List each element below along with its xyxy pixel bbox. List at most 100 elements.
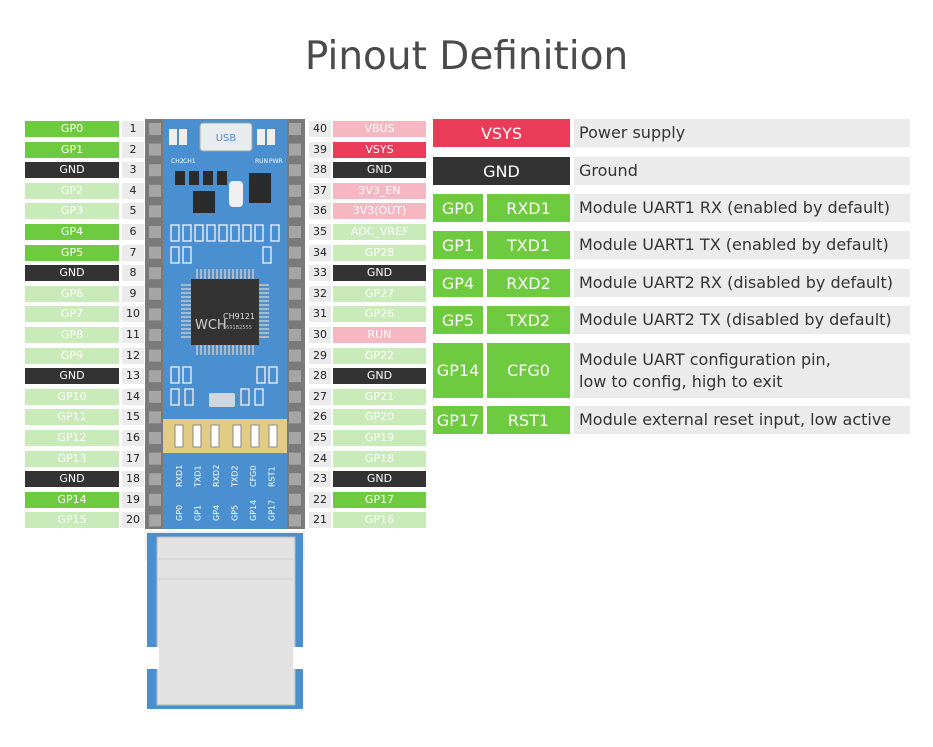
header-pin — [149, 308, 161, 321]
header-pin — [289, 267, 301, 280]
left-pin-number: 7 — [122, 244, 144, 261]
header-pin — [289, 184, 301, 197]
left-pin-label: GP5 — [25, 244, 119, 261]
legend-description: Module UART2 TX (disabled by default) — [574, 306, 910, 334]
header-pin — [289, 246, 301, 259]
legend-function: RXD2 — [487, 269, 570, 297]
right-pin-label: RUN — [333, 327, 426, 343]
left-pin-number: 12 — [122, 347, 144, 364]
header-pin — [149, 267, 161, 280]
right-pin-number: 36 — [309, 203, 331, 220]
right-pin-label: 3V3(OUT) — [333, 203, 426, 220]
right-pin-label: 3V3_EN — [333, 182, 426, 199]
board-function-label: RST1 — [268, 466, 277, 487]
header-pin — [289, 226, 301, 238]
left-pin-number: 17 — [122, 450, 144, 467]
left-pin-number: 10 — [122, 306, 144, 323]
left-pin-label: GP10 — [25, 388, 119, 405]
led-label-ch1: CH1 — [183, 158, 196, 165]
left-pin-label: GP3 — [25, 203, 119, 220]
legend-pin: GP4 — [433, 269, 483, 297]
left-pin-number: 19 — [122, 491, 144, 508]
left-pin-label: GP6 — [25, 285, 119, 302]
right-pin-number: 38 — [309, 162, 331, 179]
left-pin-number: 3 — [122, 162, 144, 179]
header-pin — [289, 329, 301, 341]
header-pin — [149, 432, 161, 444]
led-label-pwr: PWR — [269, 158, 283, 165]
header-pin — [289, 123, 301, 135]
legend-pin: GP0 — [433, 194, 483, 222]
header-pin — [289, 514, 301, 527]
header-pin — [289, 287, 301, 300]
right-pin-label: VBUS — [333, 121, 426, 137]
header-pin — [149, 390, 161, 403]
legend-pin: GP14 — [433, 343, 483, 398]
header-pin — [289, 473, 301, 486]
left-pin-label: GP12 — [25, 430, 119, 446]
board-function-label: RXD1 — [175, 465, 184, 487]
left-pin-number: 13 — [122, 368, 144, 385]
right-pin-label: GP21 — [333, 388, 426, 405]
left-pin-label: GP13 — [25, 450, 119, 467]
header-pin — [289, 308, 301, 321]
board-pin-label: GP0 — [175, 505, 184, 521]
left-pin-number: 2 — [122, 141, 144, 158]
header-pin — [149, 514, 161, 527]
jumper-pads — [163, 419, 287, 453]
right-pin-number: 21 — [309, 512, 331, 529]
right-pin-label: GP17 — [333, 491, 426, 508]
header-pin — [149, 226, 161, 238]
board-function-label: RXD2 — [212, 465, 221, 487]
right-pin-label: GP20 — [333, 409, 426, 426]
right-pin-number: 22 — [309, 491, 331, 508]
left-pin-label: GP1 — [25, 141, 119, 158]
right-pin-label: GP27 — [333, 285, 426, 302]
header-pin — [149, 329, 161, 341]
header-pin — [289, 452, 301, 465]
left-pin-number: 11 — [122, 327, 144, 343]
left-pin-number: 6 — [122, 224, 144, 240]
ch9121-chip — [191, 279, 259, 345]
legend-description: Module UART1 TX (enabled by default) — [574, 231, 910, 259]
right-pin-number: 28 — [309, 368, 331, 385]
left-pin-label: GND — [25, 162, 119, 179]
legend-function: RST1 — [487, 406, 570, 434]
header-pin — [289, 164, 301, 177]
right-pin-number: 32 — [309, 285, 331, 302]
left-pin-label: GND — [25, 368, 119, 385]
header-pin — [149, 370, 161, 383]
left-pin-number: 1 — [122, 121, 144, 137]
legend-function: RXD1 — [487, 194, 570, 222]
legend-pin: GP5 — [433, 306, 483, 334]
legend-function: TXD1 — [487, 231, 570, 259]
left-pin-number: 4 — [122, 182, 144, 199]
board-illustration: USB CH2 CH1 RUN PWR WCH CH9121 5691B2555 — [145, 119, 305, 709]
right-pin-label: GP19 — [333, 430, 426, 446]
board-pin-label: GP17 — [268, 500, 277, 521]
left-pin-label: GP11 — [25, 409, 119, 426]
board-pin-label: GP1 — [194, 505, 203, 521]
right-pin-number: 40 — [309, 121, 331, 137]
board-function-label: CFG0 — [249, 466, 258, 487]
led-label-run: RUN — [255, 158, 268, 165]
left-pin-label: GP7 — [25, 306, 119, 323]
crystal — [209, 393, 235, 407]
right-pin-label: GND — [333, 265, 426, 282]
header-pin — [149, 123, 161, 135]
right-pin-label: GP18 — [333, 450, 426, 467]
header-pin — [149, 493, 161, 506]
right-pin-number: 37 — [309, 182, 331, 199]
chip-logo: WCH — [195, 318, 227, 333]
right-pin-label: GND — [333, 471, 426, 488]
header-pin — [149, 411, 161, 424]
right-pin-number: 23 — [309, 471, 331, 488]
header-pin — [289, 143, 301, 156]
usb-connector — [199, 122, 253, 152]
left-pin-number: 18 — [122, 471, 144, 488]
right-pin-number: 25 — [309, 430, 331, 446]
